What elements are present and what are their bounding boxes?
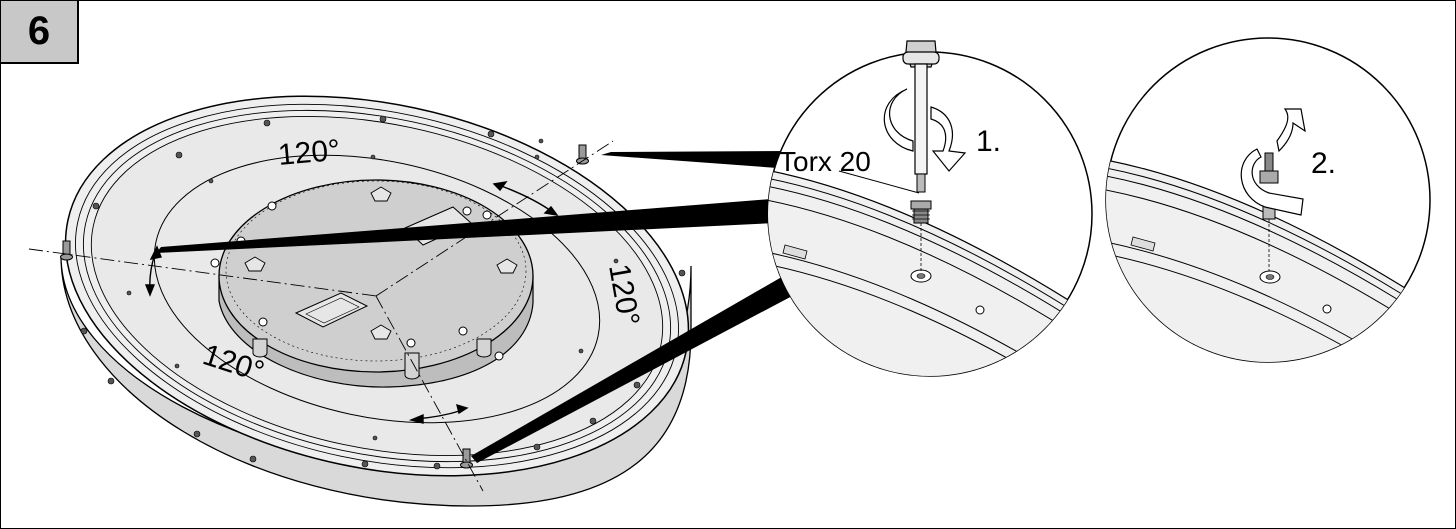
screw-icon	[910, 200, 932, 271]
tool-label: Torx 20	[779, 146, 871, 177]
mounting-plate	[210, 179, 534, 388]
detail-view-2: 2.	[1105, 37, 1431, 363]
step-label-1: 1.	[976, 125, 1001, 158]
detail-leader-lines	[156, 151, 811, 463]
rotate-arrow-icon	[1240, 108, 1306, 216]
angle-label-top: 120°	[277, 134, 342, 172]
step-label-2: 2.	[1311, 147, 1336, 180]
angle-arrows	[144, 181, 559, 424]
detail-view-1: Torx 20 1.	[767, 40, 1093, 377]
rotate-arrow-icon	[883, 88, 967, 172]
step-number: 6	[27, 9, 51, 53]
lamp-disc: 120° 120° 120°	[28, 95, 692, 507]
screwdriver-icon	[902, 40, 940, 193]
center-lines	[28, 140, 614, 492]
step-number-box: 6	[1, 1, 79, 64]
